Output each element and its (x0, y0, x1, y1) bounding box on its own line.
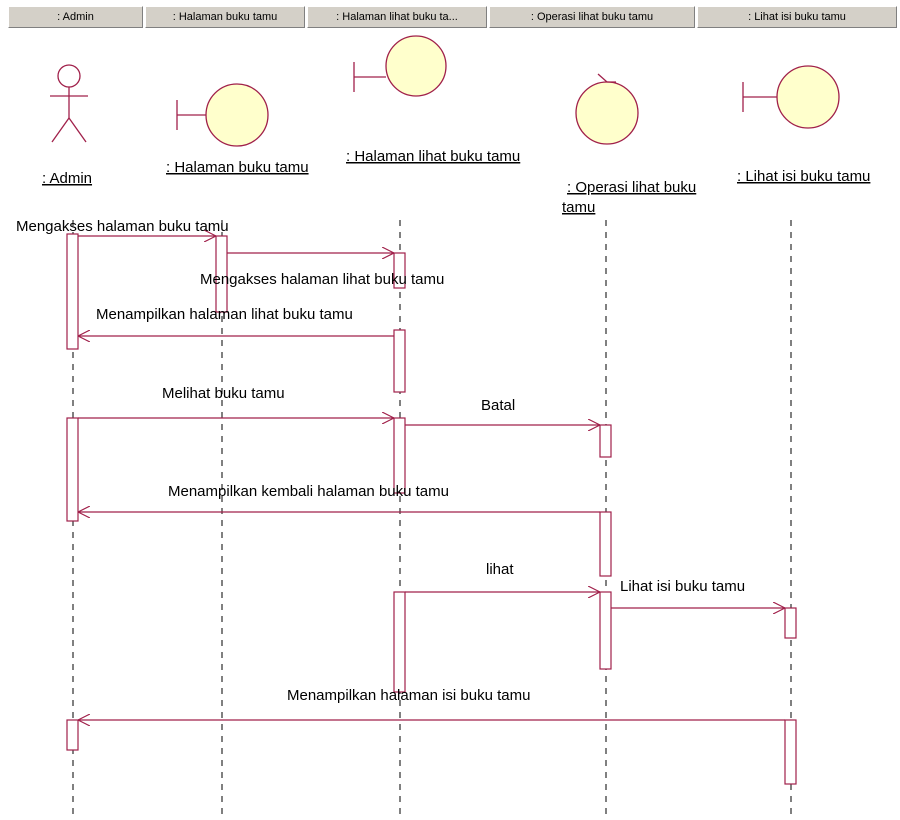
activation-box (393, 591, 406, 693)
column-header-operasi-lihat[interactable]: : Operasi lihat buku tamu (489, 6, 695, 28)
messages (78, 236, 785, 720)
message-label-8: Lihat isi buku tamu (620, 578, 745, 595)
message-label-9: Menampilkan halaman isi buku tamu (287, 687, 530, 704)
activation-box (66, 417, 79, 522)
message-label-4: Melihat buku tamu (162, 385, 285, 402)
object-label-lihat-isi: : Lihat isi buku tamu (737, 168, 870, 185)
control-operasi-lihat-icon[interactable] (575, 73, 639, 145)
object-label-operasi-line2: tamu (562, 199, 595, 216)
message-label-3: Menampilkan halaman lihat buku tamu (96, 306, 353, 323)
activation-box (784, 607, 797, 639)
column-header-lihat-isi[interactable]: : Lihat isi buku tamu (697, 6, 897, 28)
activation-box (66, 233, 79, 350)
boundary-lihat-isi-icon[interactable] (742, 65, 840, 129)
column-header-halaman-buku-tamu[interactable]: : Halaman buku tamu (145, 6, 305, 28)
object-label-halaman-lihat: : Halaman lihat buku tamu (346, 148, 520, 165)
column-header-halaman-lihat[interactable]: : Halaman lihat buku ta... (307, 6, 487, 28)
message-label-6: Menampilkan kembali halaman buku tamu (168, 483, 449, 500)
object-label-halaman-buku-tamu: : Halaman buku tamu (166, 159, 309, 176)
column-header-bar: : Admin : Halaman buku tamu : Halaman li… (0, 0, 900, 36)
boundary-halaman-buku-tamu-icon[interactable] (176, 83, 269, 147)
activation-box (215, 235, 228, 313)
activation-box (393, 417, 406, 494)
activation-box (393, 252, 406, 289)
message-label-7: lihat (486, 561, 514, 578)
actor-admin-icon[interactable] (50, 64, 88, 143)
activation-box (393, 329, 406, 393)
boundary-halaman-lihat-icon[interactable] (353, 35, 447, 97)
activation-box (599, 511, 612, 577)
activations (66, 233, 797, 785)
activation-box (599, 591, 612, 670)
message-label-1: Mengakses halaman buku tamu (16, 218, 229, 235)
activation-box (66, 719, 79, 751)
message-label-2: Mengakses halaman lihat buku tamu (200, 271, 444, 288)
column-header-admin[interactable]: : Admin (8, 6, 143, 28)
message-label-5: Batal (481, 397, 515, 414)
activation-box (599, 424, 612, 458)
object-label-operasi-line1: : Operasi lihat buku (567, 179, 696, 196)
object-label-admin: : Admin (42, 170, 92, 187)
activation-box (784, 719, 797, 785)
